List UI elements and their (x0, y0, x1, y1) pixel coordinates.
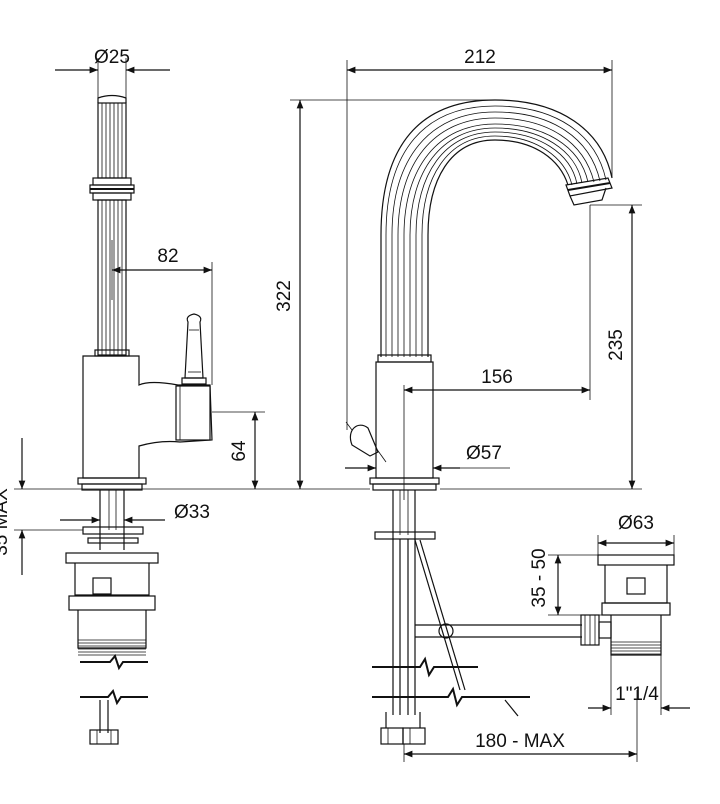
dim-waste-height-range: 35 - 50 (529, 548, 550, 607)
dim-handle-height: 64 (229, 440, 250, 462)
dim-handle-reach: 82 (157, 246, 178, 267)
dim-side-top-diameter: Ø25 (94, 47, 130, 68)
dim-shank-diameter: Ø33 (174, 502, 210, 523)
dim-tailpiece-max: 180 - MAX (475, 731, 565, 752)
waste-detail: Ø63 35 - 50 1"1/4 (529, 513, 690, 715)
dim-overall-width: 212 (464, 47, 496, 68)
side-view: Ø25 82 64 Ø33 35 MAX (0, 47, 300, 745)
dim-waste-thread: 1"1/4 (615, 684, 659, 705)
dim-outlet-reach: 156 (481, 367, 513, 388)
dim-max-thickness: 35 MAX (0, 488, 12, 556)
dim-outlet-height: 235 (606, 329, 627, 361)
dim-waste-diameter: Ø63 (618, 513, 654, 534)
dim-body-diameter: Ø57 (466, 443, 502, 464)
dim-overall-height: 322 (274, 280, 295, 312)
front-view: 212 322 235 156 Ø57 180 - MAX (274, 47, 642, 762)
